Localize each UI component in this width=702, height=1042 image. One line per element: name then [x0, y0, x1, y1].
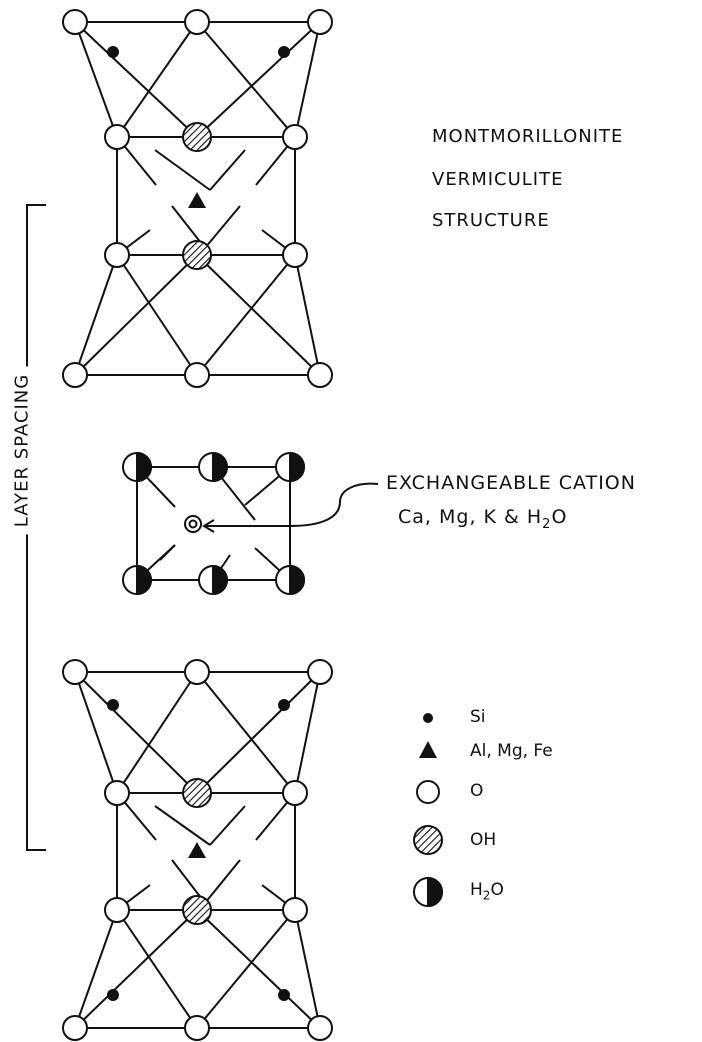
si-atom: [278, 699, 290, 711]
oxygen-atom: [184, 362, 210, 388]
interlayer-atoms: [122, 451, 305, 596]
legend-label-o: O: [470, 781, 484, 801]
si-atom: [107, 989, 119, 1001]
hydroxyl-atom: [182, 895, 212, 925]
legend-h2o-circle: [413, 876, 443, 908]
oxygen-atom: [184, 659, 210, 685]
oxygen-atom: [184, 9, 210, 35]
oxygen-atom: [62, 362, 88, 388]
hydroxyl-atom: [182, 240, 212, 270]
exchangeable-cation-atom: [184, 515, 202, 533]
oxygen-atom: [62, 659, 88, 685]
oxygen-atom: [282, 897, 308, 923]
callout-cation-list-text: Ca, Mg, K & H: [398, 506, 543, 528]
h2o-molecule: [198, 564, 228, 596]
octahedral-cation: [188, 192, 206, 208]
oxygen-atom: [307, 9, 333, 35]
h2o-molecule: [275, 451, 305, 483]
si-atom: [107, 46, 119, 58]
legend-label-al-mg-fe: Al, Mg, Fe: [470, 741, 553, 761]
h2o-molecule: [122, 564, 152, 596]
legend-label-si: Si: [470, 707, 486, 727]
callout-cation-list: Ca, Mg, K & H2O: [398, 506, 567, 532]
legend-h2o-subscript: 2: [482, 888, 491, 903]
interlayer-water-sheet: [136, 466, 291, 581]
oxygen-atom: [104, 780, 130, 806]
callout-leader-arrow: [202, 482, 379, 533]
title-line-montmorillonite: MONTMORILLONITE: [432, 126, 624, 147]
oxygen-atom: [282, 780, 308, 806]
top-layer-atoms: [62, 9, 333, 388]
h2o-molecule: [198, 451, 228, 483]
si-atom: [107, 699, 119, 711]
oxygen-atom: [307, 659, 333, 685]
oxygen-atom: [282, 124, 308, 150]
hydroxyl-atom: [182, 778, 212, 808]
oxygen-atom: [184, 1015, 210, 1041]
oxygen-atom: [307, 362, 333, 388]
h2o-molecule: [122, 451, 152, 483]
legend-al-mg-fe-triangle: [419, 741, 437, 758]
oxygen-atom: [307, 1015, 333, 1041]
legend-oh-circle: [413, 825, 443, 855]
legend-symbols: [413, 713, 443, 908]
si-atom: [278, 46, 290, 58]
legend-label-h2o: H2O: [470, 880, 504, 902]
oxygen-atom: [104, 124, 130, 150]
legend-si-dot: [423, 713, 433, 723]
bottom-layer-atoms: [62, 659, 333, 1041]
oxygen-atom: [104, 242, 130, 268]
octahedral-cation: [188, 842, 206, 858]
legend-label-oh: OH: [470, 830, 497, 850]
title-line-vermiculite: VERMICULITE: [432, 169, 564, 190]
callout-subscript: 2: [542, 516, 552, 532]
si-atom: [278, 989, 290, 1001]
callout-exchangeable-cation: EXCHANGEABLE CATION: [386, 472, 636, 494]
oxygen-atom: [62, 9, 88, 35]
hydroxyl-atom: [182, 122, 212, 152]
oxygen-atom: [104, 897, 130, 923]
title-line-structure: STRUCTURE: [432, 210, 550, 231]
legend-oxygen-circle: [416, 780, 440, 804]
oxygen-atom: [282, 242, 308, 268]
h2o-molecule: [275, 564, 305, 596]
legend-h2o-suffix: O: [490, 880, 504, 900]
callout-cation-suffix: O: [551, 506, 568, 528]
layer-spacing-label: LAYER SPACING: [11, 366, 33, 535]
oxygen-atom: [62, 1015, 88, 1041]
legend-h2o-text: H: [470, 880, 483, 900]
